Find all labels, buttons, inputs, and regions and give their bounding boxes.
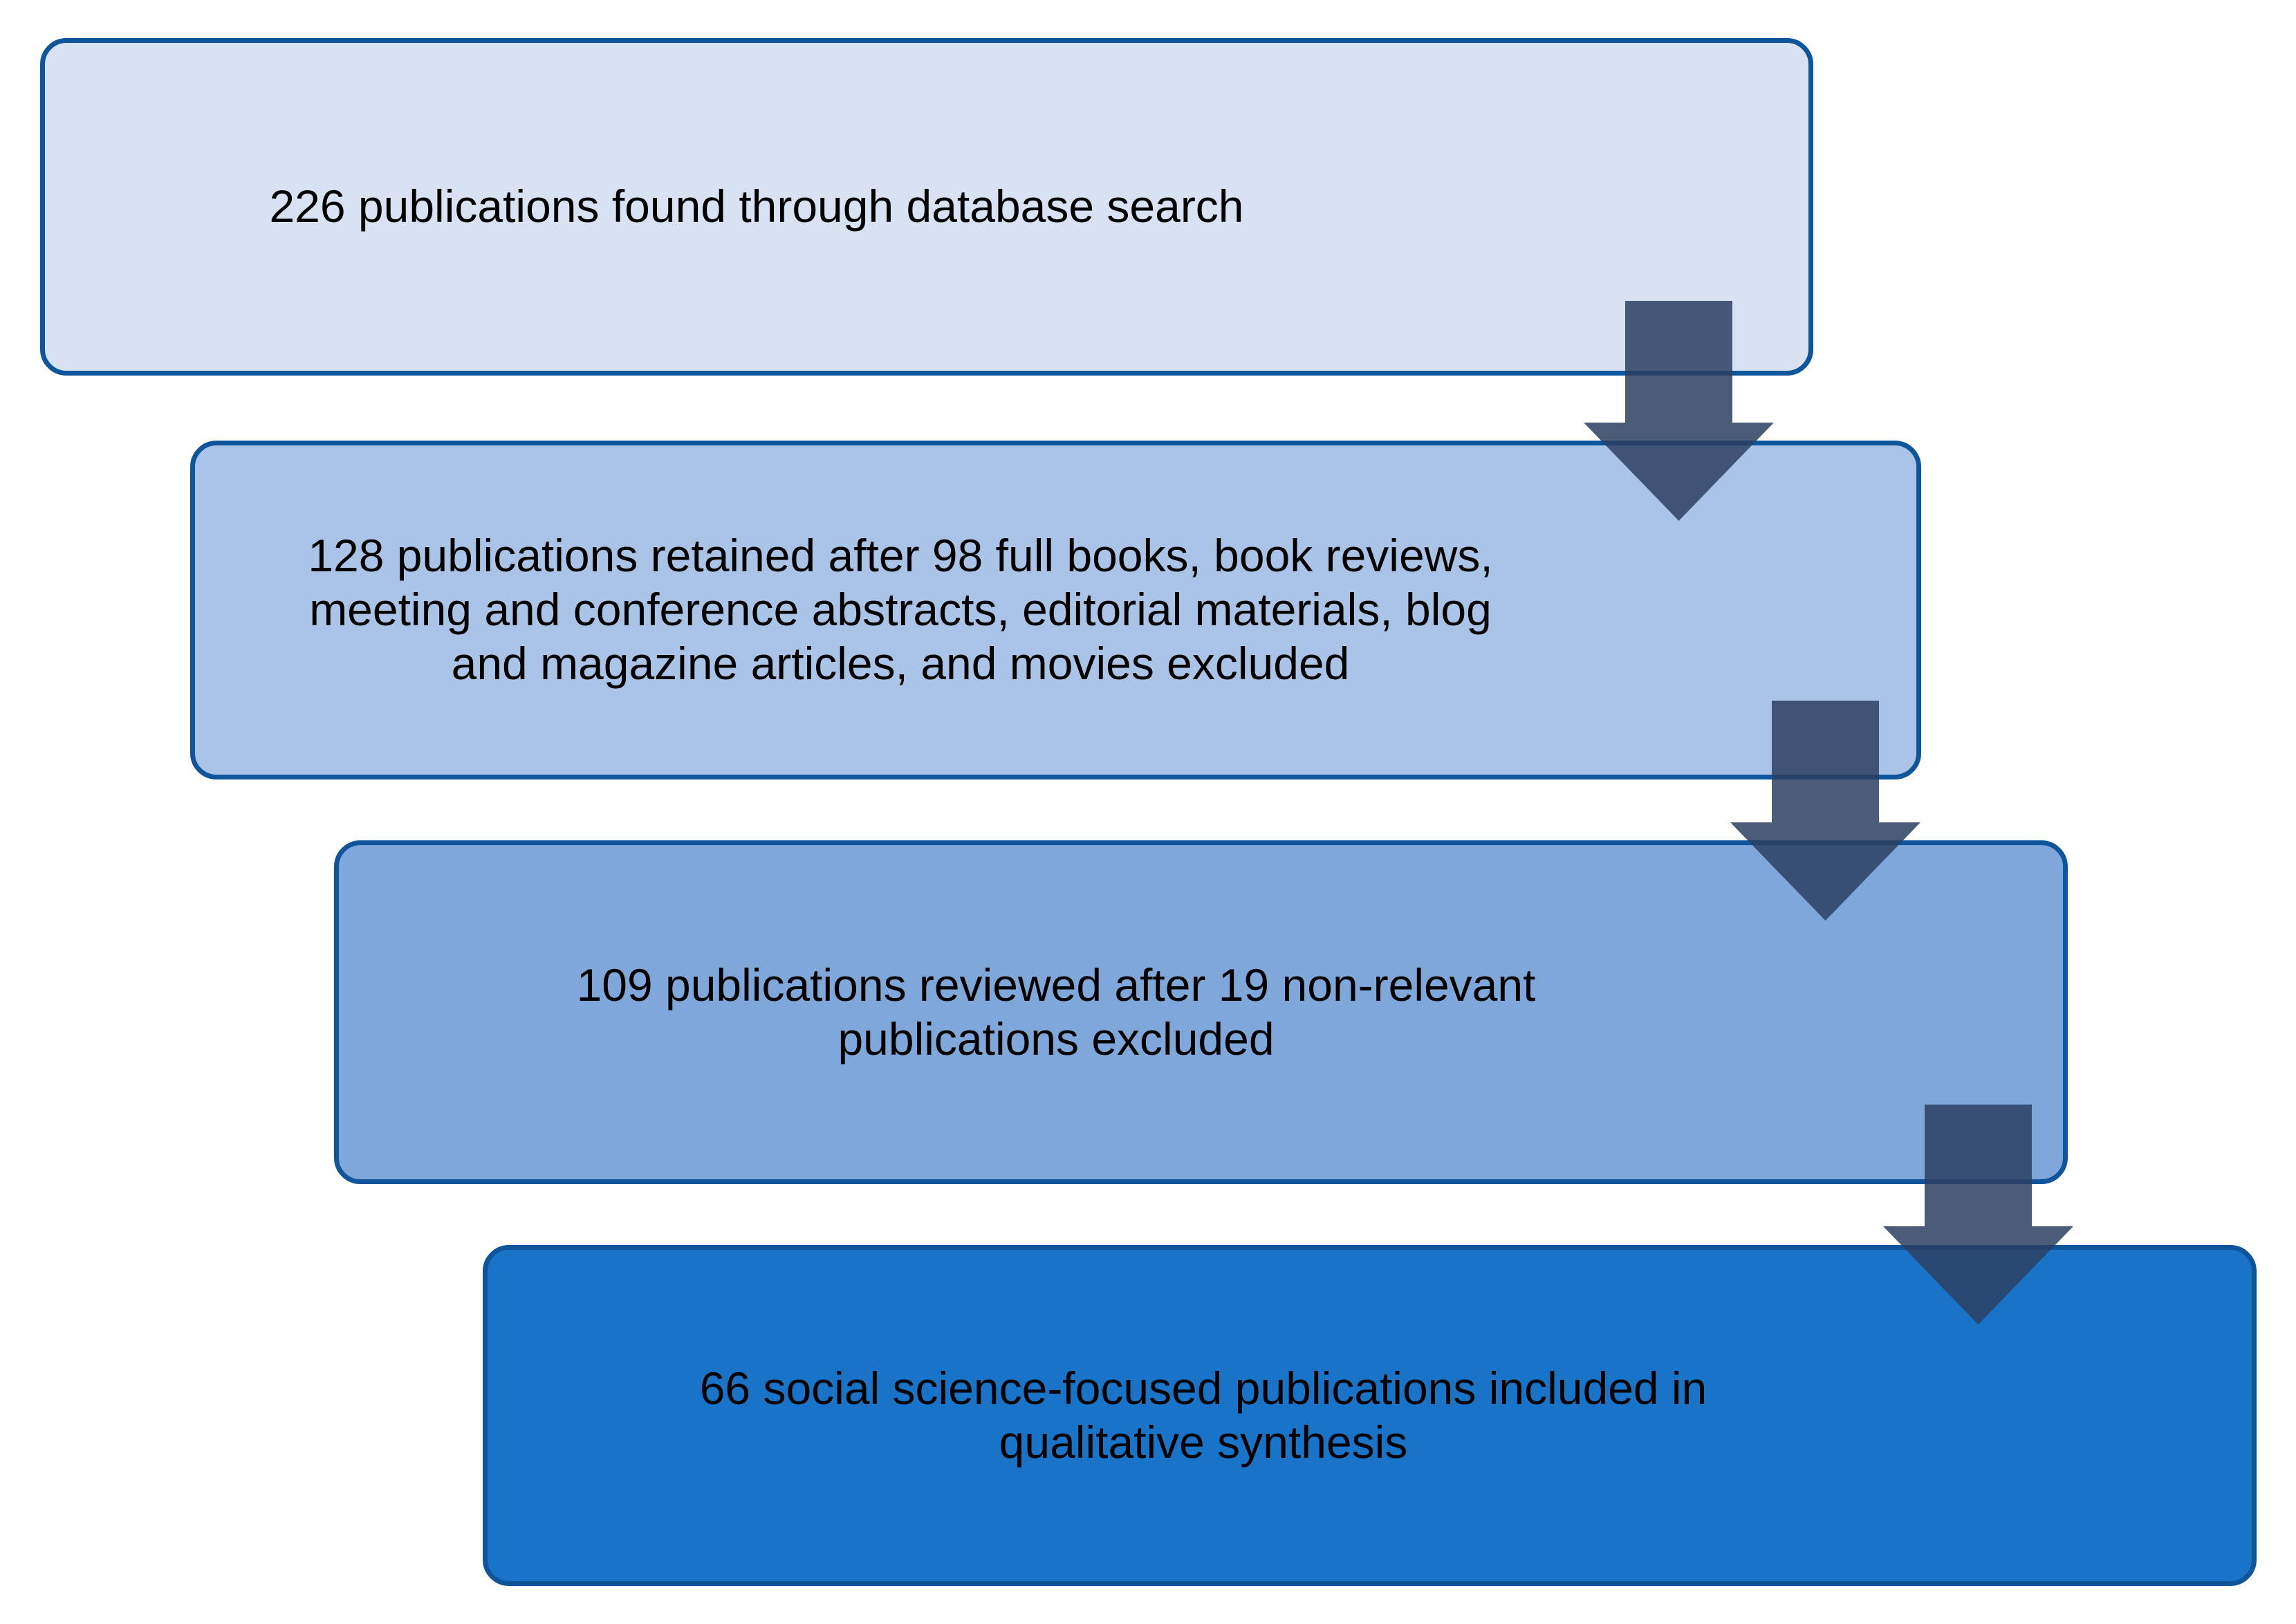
flow-box-stage-1-text: 226 publications found through database … (269, 181, 1244, 232)
flow-box-stage-2: 128 publications retained after 98 full … (190, 441, 1921, 779)
down-arrow-shape (1730, 701, 1920, 921)
down-arrow-shape (1883, 1105, 2073, 1325)
flow-box-stage-3: 109 publications reviewed after 19 non-r… (334, 840, 2068, 1184)
flow-box-stage-1: 226 publications found through database … (40, 38, 1813, 376)
down-arrow-icon (1883, 1105, 2073, 1325)
down-arrow-shape (1584, 301, 1774, 521)
flow-box-stage-4-text: 66 social science-focused publications i… (699, 1362, 1707, 1468)
down-arrow-icon (1730, 701, 1920, 921)
flow-box-stage-2-text: 128 publications retained after 98 full … (308, 530, 1493, 689)
flow-box-stage-3-text: 109 publications reviewed after 19 non-r… (576, 959, 1536, 1064)
down-arrow-icon (1584, 301, 1774, 521)
